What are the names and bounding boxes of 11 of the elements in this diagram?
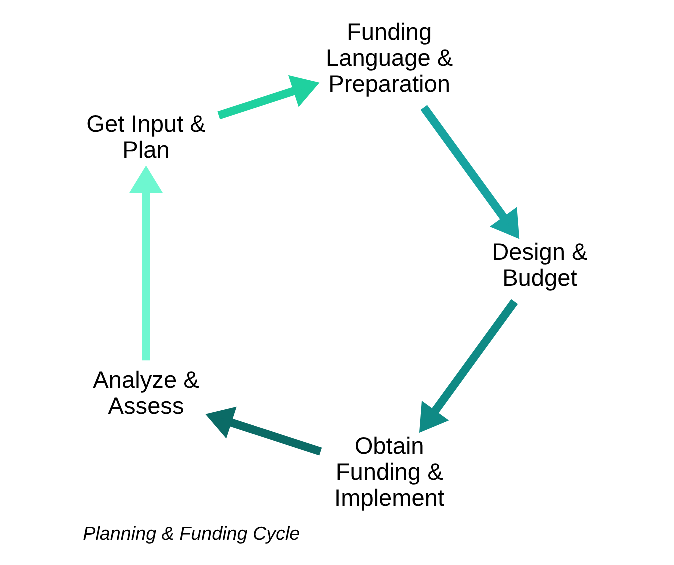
node-text: Analyze & Assess (92, 366, 199, 419)
caption: Planning & Funding Cycle (82, 522, 300, 544)
arrow (217, 75, 320, 120)
arrow (420, 105, 520, 240)
arrow (205, 406, 322, 456)
node-text: Get Input & Plan (86, 111, 206, 164)
arrow (418, 299, 518, 433)
arrow (129, 166, 163, 361)
node-text: Design & Budget (492, 239, 588, 292)
node-text: Funding Language & Preparation (325, 19, 453, 98)
node-text: Obtain Funding & Implement (334, 433, 444, 511)
